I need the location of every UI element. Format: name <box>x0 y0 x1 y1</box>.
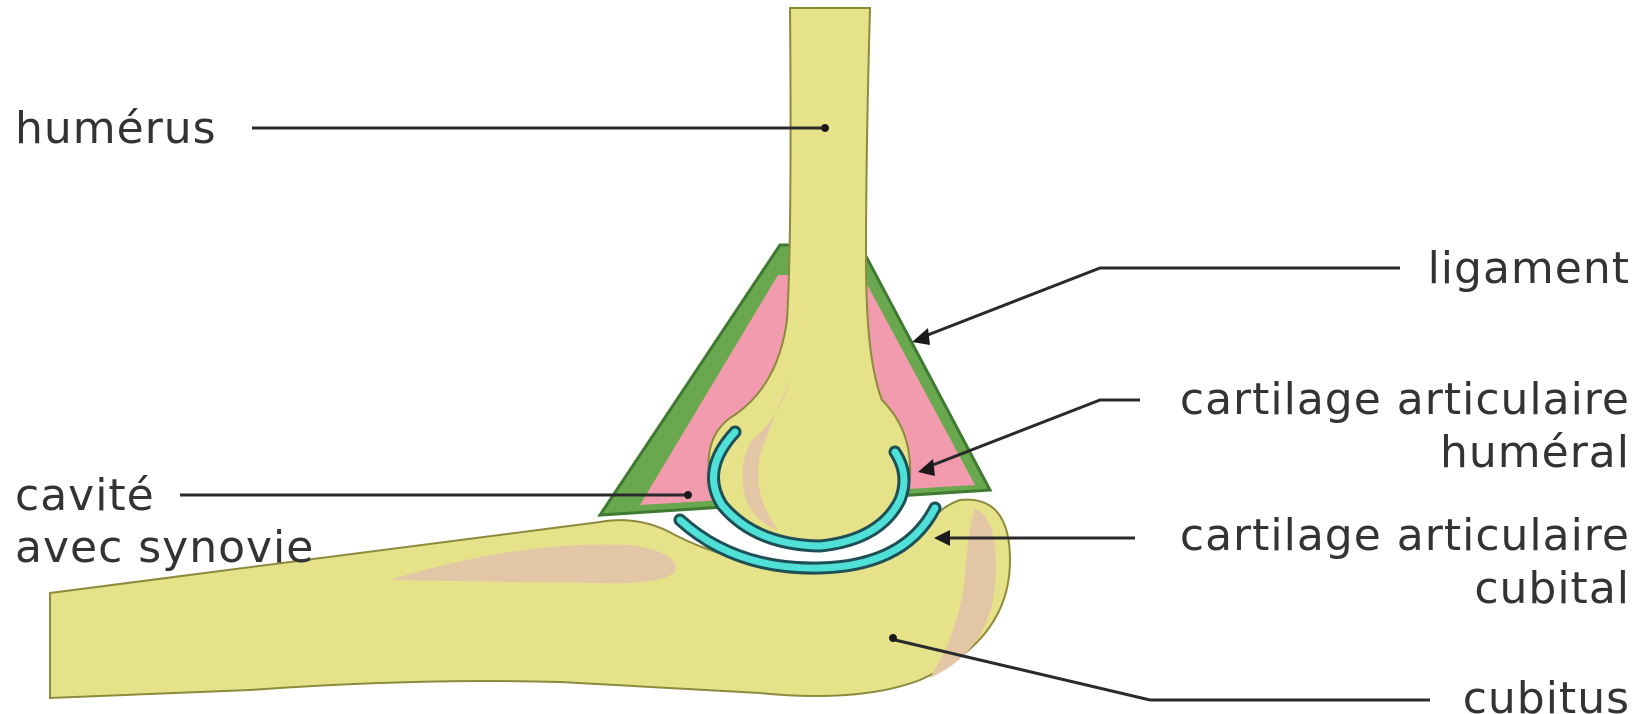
humerus-bone <box>709 8 911 546</box>
cubitus-leader <box>895 640 1430 700</box>
label-cavity-line1: cavité <box>15 470 155 521</box>
ligament-leader <box>920 268 1400 338</box>
label-humerus: humérus <box>15 103 217 154</box>
cubitus-pointer <box>889 634 897 642</box>
ligament-arrowhead <box>912 328 930 345</box>
label-cartilage-cubital-line1: cartilage articulaire <box>1180 510 1630 561</box>
cavity-pointer <box>684 491 692 499</box>
label-cartilage-cubital-line2: cubital <box>1474 563 1630 614</box>
label-cartilage-humeral-line2: huméral <box>1440 427 1630 478</box>
label-cubitus: cubitus <box>1463 673 1630 714</box>
label-ligament: ligament <box>1428 243 1630 294</box>
label-cavity-line2: avec synovie <box>15 522 314 573</box>
label-cartilage-humeral-line1: cartilage articulaire <box>1180 374 1630 425</box>
humerus-pointer <box>821 124 829 132</box>
